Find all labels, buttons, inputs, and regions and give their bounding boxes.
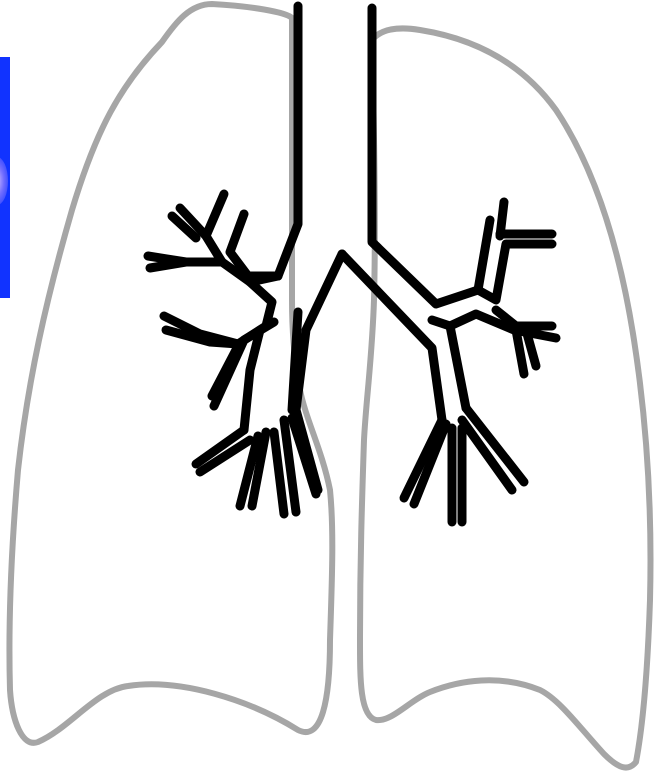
left-edge-panel [0, 57, 10, 298]
left-upper-twig-b [500, 202, 504, 236]
left-lung-outline [360, 28, 650, 767]
right-upper-twig-c [148, 256, 186, 262]
right-lung-outline [9, 4, 332, 743]
panel-glow [0, 157, 8, 205]
right-lower-twig-h [292, 312, 298, 410]
